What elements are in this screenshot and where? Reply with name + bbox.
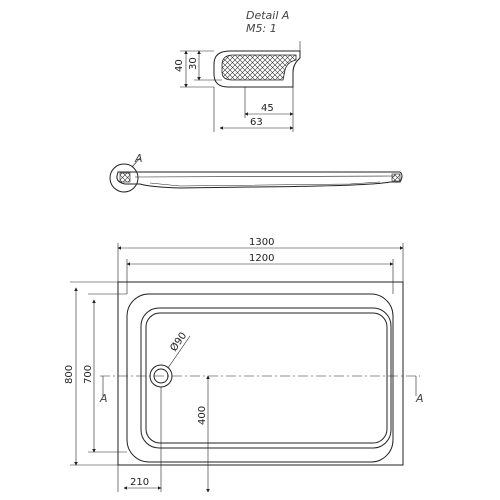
- plan-width-inner-label: 1200: [249, 253, 274, 264]
- tray-outer: [117, 281, 404, 466]
- profile-left-rim-hatch: [119, 172, 131, 183]
- side-profile: A: [109, 152, 403, 193]
- section-right-label: A: [415, 392, 424, 405]
- plan-drain-y-label: 400: [197, 406, 208, 425]
- tray-rim: [126, 293, 394, 463]
- detail-scale: M5: 1: [246, 22, 277, 35]
- detail-a-callout-circle: [109, 163, 139, 193]
- drain-leader: [167, 335, 191, 369]
- plan-view: Ø90 A A 1300 1200 800 700 400 210: [64, 237, 424, 493]
- plan-width-outer-label: 1300: [249, 237, 274, 248]
- profile-outline: [116, 171, 403, 189]
- section-left-label: A: [99, 392, 108, 405]
- plan-height-outer-label: 800: [64, 365, 75, 384]
- detail-title: Detail A: [246, 9, 289, 22]
- profile-right-rim-hatch: [391, 173, 401, 182]
- detail-rim-profile: [213, 50, 301, 88]
- detail-dim-30-label: 30: [188, 57, 199, 70]
- profile-inner-line: [134, 175, 396, 178]
- detail-a: Detail A M5: 1 40 30 45 63: [174, 9, 301, 132]
- detail-core-hatch: [221, 54, 297, 81]
- detail-a-leader: [131, 157, 141, 168]
- profile-section-marker: A: [134, 152, 143, 165]
- detail-dim-40-label: 40: [174, 59, 185, 72]
- plan-drain-x-label: 210: [130, 477, 149, 488]
- profile-floor-line: [149, 181, 381, 187]
- detail-dim-45-label: 45: [261, 103, 274, 114]
- tray-basin-inner: [145, 312, 388, 444]
- tray-basin: [140, 307, 392, 449]
- plan-height-inner-label: 700: [83, 365, 94, 384]
- detail-dim-63-label: 63: [250, 117, 263, 128]
